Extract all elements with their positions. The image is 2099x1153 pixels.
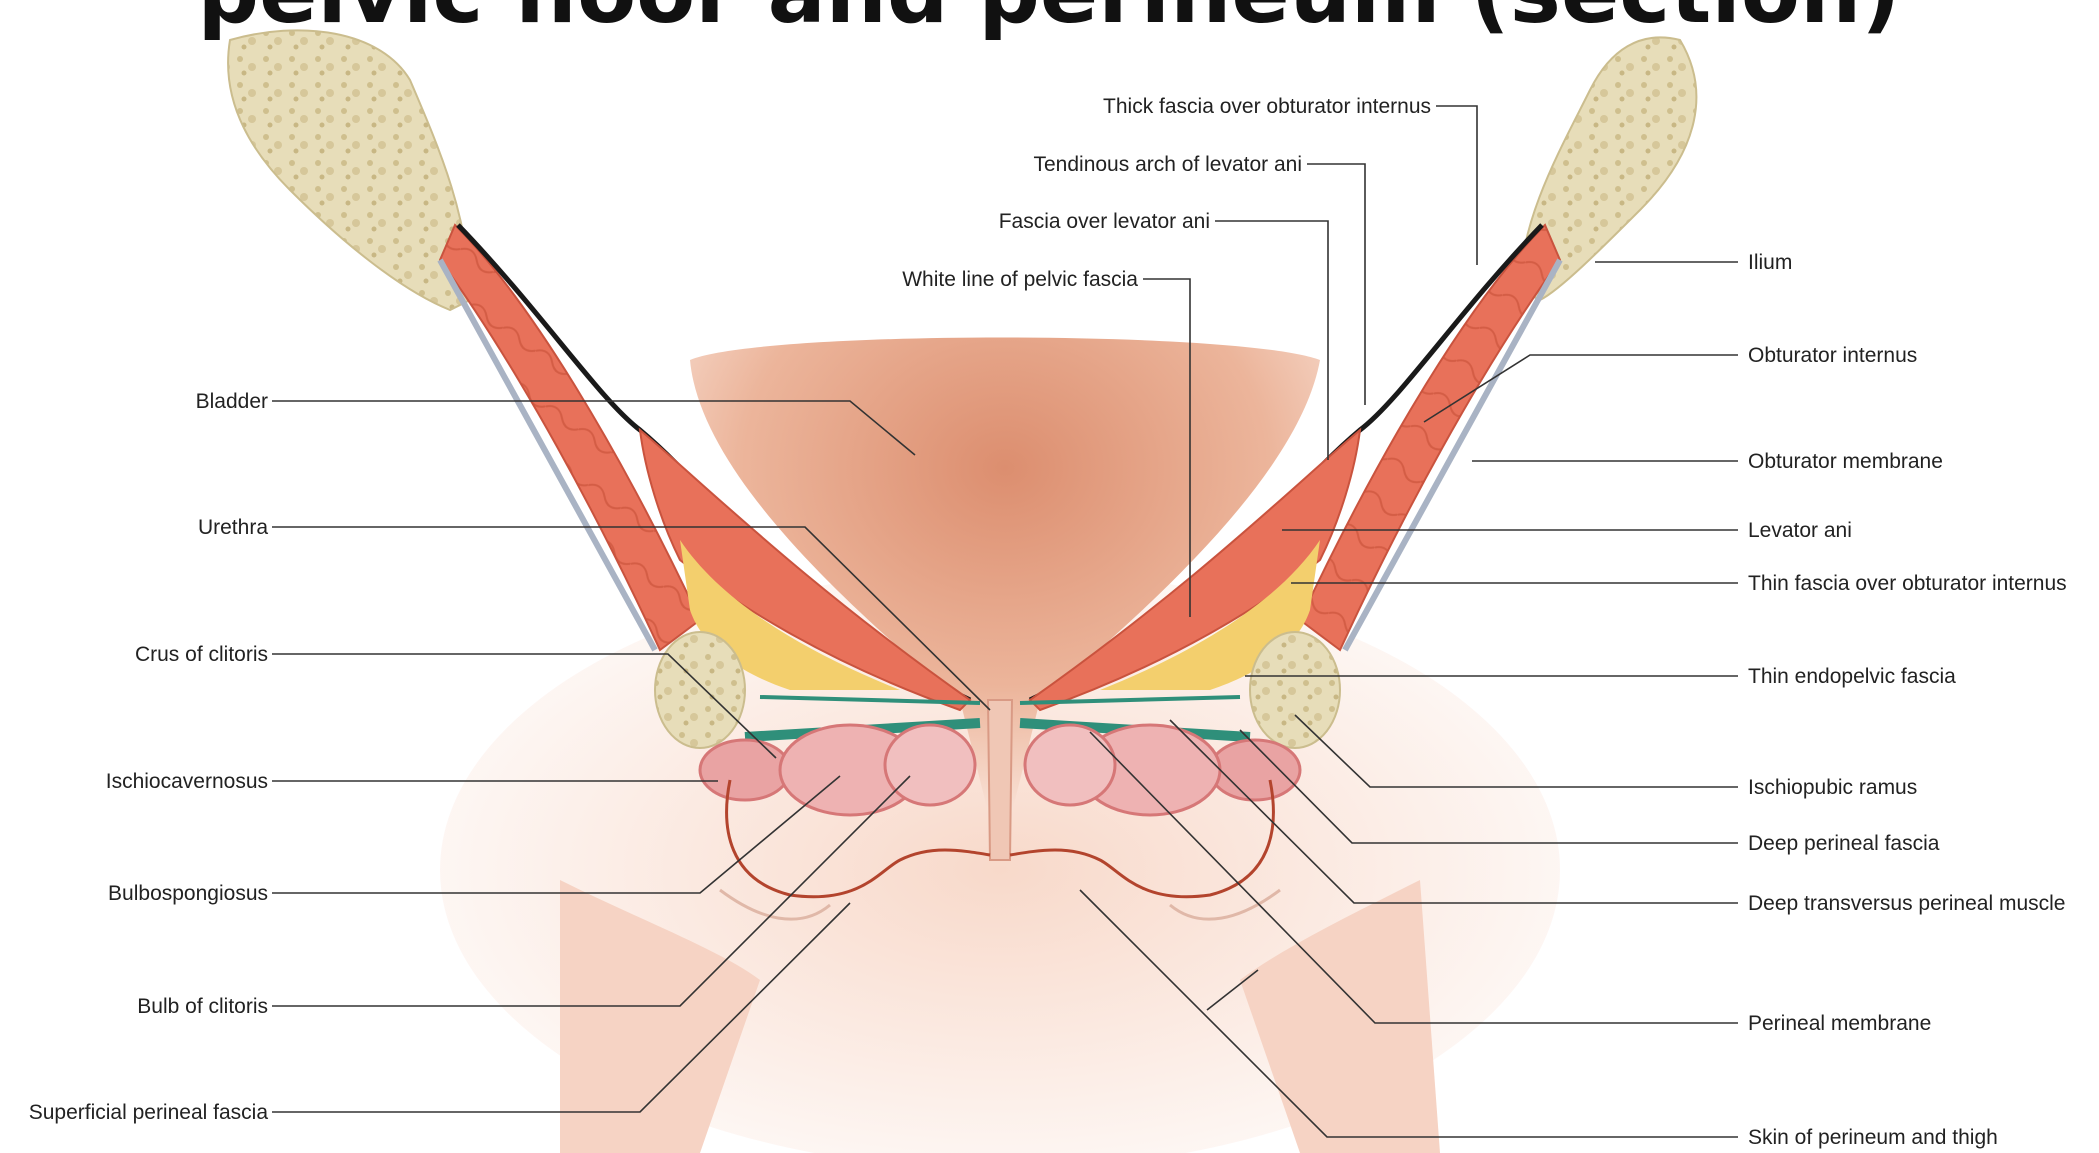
- label-bulbospongiosus: Bulbospongiosus: [108, 882, 268, 905]
- obturator-membrane-right: [1345, 260, 1560, 650]
- label-deep-perineal-fascia: Deep perineal fascia: [1748, 832, 1940, 855]
- ischiopubic-ramus-left: [655, 632, 745, 748]
- label-crus-of-clitoris: Crus of clitoris: [135, 643, 268, 666]
- bulb-left: [885, 725, 975, 805]
- ischiocavernosus-right: [1210, 740, 1300, 800]
- label-ischiopubic-ramus: Ischiopubic ramus: [1748, 776, 1917, 799]
- label-fascia-over-levator-ani: Fascia over levator ani: [999, 210, 1210, 233]
- obturator-internus-right: [1300, 225, 1560, 650]
- bulb-right: [1025, 725, 1115, 805]
- obturator-membrane-left: [440, 260, 655, 650]
- label-bulb-of-clitoris: Bulb of clitoris: [137, 995, 268, 1018]
- label-bladder: Bladder: [196, 390, 268, 413]
- label-obturator-membrane: Obturator membrane: [1748, 450, 1943, 473]
- obturator-internus-left: [440, 225, 700, 650]
- label-thick-fascia: Thick fascia over obturator internus: [1103, 95, 1431, 118]
- label-white-line: White line of pelvic fascia: [902, 268, 1138, 291]
- leader-thick-fascia: [1436, 106, 1477, 265]
- label-thin-fascia-over-obturator-internus: Thin fascia over obturator internus: [1748, 572, 2067, 595]
- label-obturator-internus: Obturator internus: [1748, 344, 1917, 367]
- ischiopubic-ramus-right: [1250, 632, 1340, 748]
- label-skin-of-perineum-and-thigh: Skin of perineum and thigh: [1748, 1126, 1998, 1149]
- heading-fragment: pelvic floor and perineum (section): [198, 0, 1901, 43]
- urethra-channel: [988, 700, 1012, 860]
- label-tendinous-arch: Tendinous arch of levator ani: [1034, 153, 1303, 176]
- ilium-left: [228, 30, 470, 310]
- label-ilium: Ilium: [1748, 251, 1792, 274]
- label-deep-transversus-perineal-muscle: Deep transversus perineal muscle: [1748, 892, 2065, 915]
- label-thin-endopelvic-fascia: Thin endopelvic fascia: [1748, 665, 1956, 688]
- label-superficial-perineal-fascia: Superficial perineal fascia: [29, 1101, 269, 1124]
- label-ischiocavernosus: Ischiocavernosus: [106, 770, 268, 793]
- ischiocavernosus-left: [700, 740, 790, 800]
- label-perineal-membrane: Perineal membrane: [1748, 1012, 1931, 1035]
- label-urethra: Urethra: [198, 516, 268, 539]
- label-levator-ani: Levator ani: [1748, 519, 1852, 542]
